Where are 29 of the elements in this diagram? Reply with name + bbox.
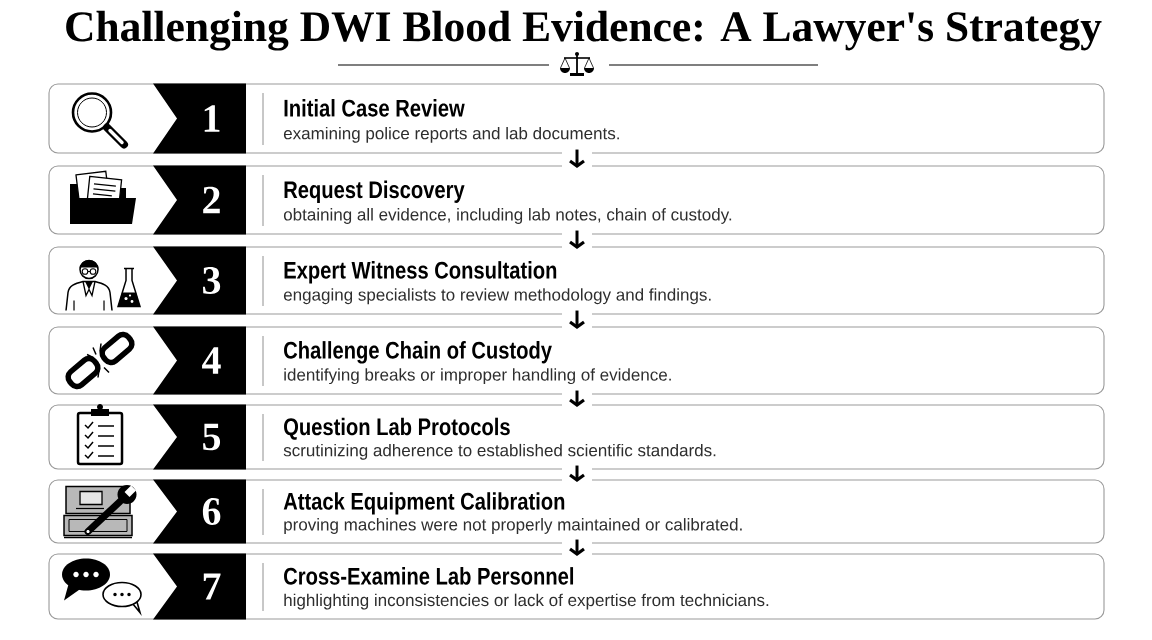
step-box [48, 83, 1105, 154]
number-panel: 7 [153, 553, 246, 620]
title: Challenging DWI Blood Evidence: A Lawyer's Strategy [66, 10, 1102, 51]
step-title: Challenge Chain of Custody [284, 341, 552, 364]
step-title: Initial Case Review [284, 99, 465, 117]
number-panel: 1 [153, 83, 246, 154]
step-box [48, 326, 1105, 395]
step-title: Attack Equipment Calibration [283, 492, 565, 515]
arrow [569, 310, 585, 329]
step-title: Request Discovery [284, 180, 465, 203]
arrow [569, 230, 585, 249]
number-panel: 2 [153, 165, 246, 235]
step-description: obtaining all evidence, including lab notes, chain of custody. [283, 208, 732, 224]
number-panel: 4 [153, 326, 246, 395]
step-description: identifying breaks or improper handling of evidence. [284, 368, 671, 385]
step-description: proving machines were not properly maintained or calibrated. [284, 518, 742, 534]
step-description: examining police reports and lab documents. [283, 126, 619, 143]
step-box [48, 246, 1105, 315]
step-title: Question Lab Protocols [284, 417, 510, 440]
step-description: highlighting inconsistencies or lack of expertise from technicians. [284, 593, 769, 610]
step-description: engaging specialists to review methodology and findings. [283, 288, 711, 305]
step-title: Cross-Examine Lab Personnel [284, 567, 574, 585]
step-title: Expert Witness Consultation [284, 261, 557, 284]
step-box [48, 404, 1105, 470]
number-panel: 6 [153, 479, 246, 544]
step-description: scrutinizing adherence to established scientific standards. [283, 443, 716, 460]
number-panel: 3 [153, 246, 246, 315]
arrow [569, 149, 585, 168]
number-panel: 5 [153, 404, 246, 470]
